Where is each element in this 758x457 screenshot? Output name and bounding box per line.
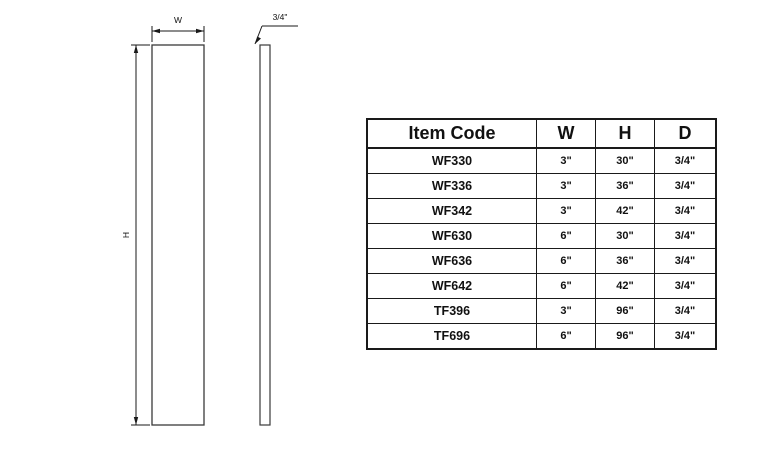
table-row: TF696 6" 96" 3/4" <box>366 323 717 350</box>
item-code-cell: WF342 <box>366 198 537 224</box>
height-dimension <box>131 44 150 426</box>
depth-cell: 3/4" <box>654 248 717 274</box>
height-cell: 96" <box>595 298 655 324</box>
width-dimension <box>151 26 205 42</box>
header-depth: D <box>654 118 717 149</box>
width-label: W <box>174 15 182 25</box>
width-cell: 3" <box>536 147 596 174</box>
item-code-cell: WF330 <box>366 147 537 174</box>
depth-cell: 3/4" <box>654 173 717 199</box>
item-code-cell: TF396 <box>366 298 537 324</box>
table-row: WF636 6" 36" 3/4" <box>366 248 717 274</box>
table-row: WF342 3" 42" 3/4" <box>366 198 717 224</box>
height-cell: 96" <box>595 323 655 350</box>
height-cell: 36" <box>595 173 655 199</box>
height-cell: 36" <box>595 248 655 274</box>
depth-cell: 3/4" <box>654 198 717 224</box>
spec-table-container: Item Code W H D WF330 3" 30" 3/4" WF336 … <box>366 118 717 350</box>
item-code-cell: WF630 <box>366 223 537 249</box>
width-cell: 3" <box>536 173 596 199</box>
front-view-panel <box>151 44 205 426</box>
thickness-label: 3/4" <box>273 12 288 22</box>
spec-table: Item Code W H D WF330 3" 30" 3/4" WF336 … <box>366 118 717 350</box>
depth-cell: 3/4" <box>654 147 717 174</box>
height-cell: 30" <box>595 147 655 174</box>
depth-cell: 3/4" <box>654 323 717 350</box>
width-cell: 6" <box>536 248 596 274</box>
item-code-cell: WF336 <box>366 173 537 199</box>
table-row: WF630 6" 30" 3/4" <box>366 223 717 249</box>
table-row: TF396 3" 96" 3/4" <box>366 298 717 324</box>
width-cell: 6" <box>536 323 596 350</box>
header-height: H <box>595 118 655 149</box>
spec-table-body: WF330 3" 30" 3/4" WF336 3" 36" 3/4" WF34… <box>366 147 717 350</box>
depth-cell: 3/4" <box>654 273 717 299</box>
table-row: WF330 3" 30" 3/4" <box>366 147 717 174</box>
thickness-callout <box>254 25 298 45</box>
width-cell: 3" <box>536 298 596 324</box>
table-row: WF642 6" 42" 3/4" <box>366 273 717 299</box>
depth-cell: 3/4" <box>654 223 717 249</box>
side-view-panel <box>259 44 271 426</box>
spec-table-header: Item Code W H D <box>366 118 717 149</box>
height-cell: 42" <box>595 198 655 224</box>
item-code-cell: WF636 <box>366 248 537 274</box>
width-cell: 3" <box>536 198 596 224</box>
item-code-cell: TF696 <box>366 323 537 350</box>
height-cell: 30" <box>595 223 655 249</box>
depth-cell: 3/4" <box>654 298 717 324</box>
height-cell: 42" <box>595 273 655 299</box>
width-cell: 6" <box>536 273 596 299</box>
header-item-code: Item Code <box>366 118 537 149</box>
item-code-cell: WF642 <box>366 273 537 299</box>
width-cell: 6" <box>536 223 596 249</box>
header-row: Item Code W H D <box>366 118 717 149</box>
header-width: W <box>536 118 596 149</box>
height-label: H <box>121 232 131 238</box>
table-row: WF336 3" 36" 3/4" <box>366 173 717 199</box>
panel-drawing: W H 3/4" <box>121 12 298 426</box>
